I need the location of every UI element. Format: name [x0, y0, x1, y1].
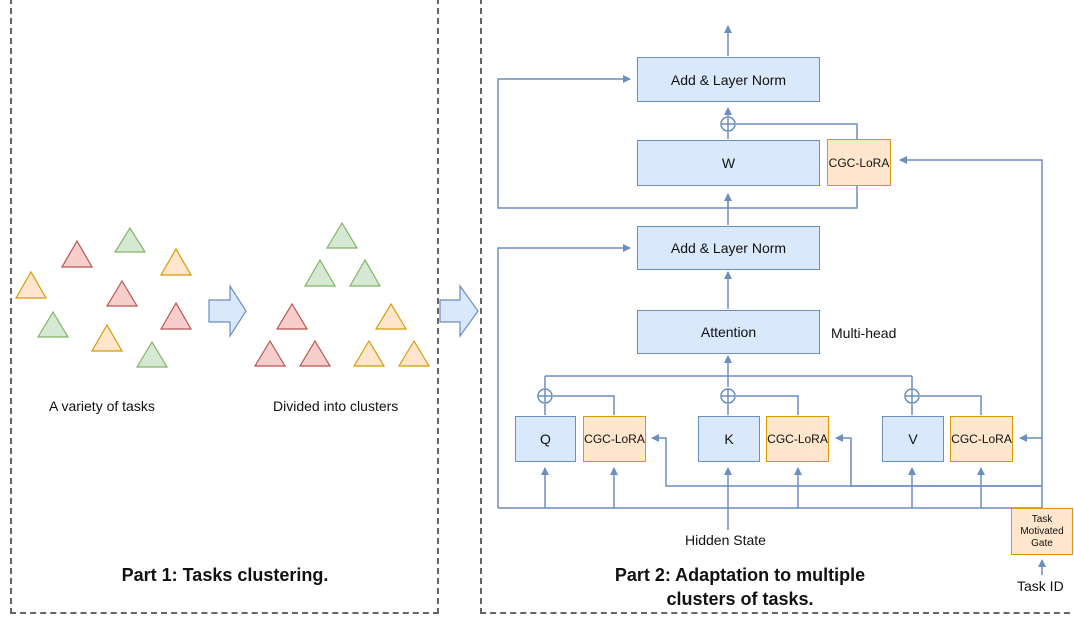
task-triangle: [298, 339, 332, 367]
task-triangle: [113, 226, 147, 253]
cgc-lora-k-box: CGC-LoRA: [766, 416, 829, 462]
task-triangle: [348, 258, 382, 287]
plus-nodes: [537, 116, 920, 404]
task-triangle: [135, 340, 169, 368]
hidden-state-label: Hidden State: [685, 532, 766, 548]
task-triangle: [14, 270, 48, 299]
task-triangle: [374, 302, 408, 330]
variety-label: A variety of tasks: [49, 398, 155, 414]
clustered-tasks: [253, 221, 431, 367]
multi-head-label: Multi-head: [831, 325, 897, 341]
gate-line-2: Motivated: [1020, 525, 1064, 537]
part2-title-line2: clusters of tasks.: [666, 589, 814, 609]
task-triangle: [159, 247, 193, 276]
block-arrow-1: [208, 283, 247, 339]
attention-box: Attention: [637, 310, 820, 354]
add-norm-mid-box: Add & Layer Norm: [637, 226, 820, 270]
task-triangle: [60, 239, 94, 268]
add-norm-top-box: Add & Layer Norm: [637, 57, 820, 102]
task-motivated-gate-box: Task Motivated Gate: [1011, 508, 1073, 555]
task-triangle: [275, 302, 309, 330]
task-triangle: [352, 339, 386, 367]
task-triangle: [325, 221, 359, 249]
plus-icon: [720, 388, 736, 404]
cgc-lora-v-box: CGC-LoRA: [950, 416, 1013, 462]
task-triangle: [105, 279, 139, 307]
part2-title-line1: Part 2: Adaptation to multiple: [614, 565, 866, 585]
q-box: Q: [515, 416, 576, 462]
part2-panel: [480, 0, 1074, 614]
part1-title: Part 1: Tasks clustering.: [121, 565, 329, 585]
task-triangle: [397, 339, 431, 367]
gate-line-3: Gate: [1031, 537, 1053, 549]
unclustered-tasks: [14, 226, 193, 368]
plus-icon: [537, 388, 553, 404]
connector-lines: [497, 25, 1046, 575]
gate-line-1: Task: [1031, 513, 1053, 525]
task-triangle: [159, 301, 193, 330]
task-triangle: [303, 258, 337, 287]
task-triangle: [253, 339, 287, 367]
task-triangle: [36, 310, 70, 338]
cgc-lora-w-box: CGC-LoRA: [827, 139, 891, 186]
block-arrow-2: [439, 284, 479, 338]
part1-panel: [10, 0, 439, 614]
task-triangle: [90, 323, 124, 352]
divided-label: Divided into clusters: [273, 398, 399, 414]
plus-icon: [720, 116, 736, 132]
task-id-label: Task ID: [1017, 578, 1064, 594]
v-box: V: [882, 416, 944, 462]
plus-icon: [904, 388, 920, 404]
w-box: W: [637, 140, 820, 186]
cgc-lora-q-box: CGC-LoRA: [583, 416, 646, 462]
k-box: K: [698, 416, 760, 462]
